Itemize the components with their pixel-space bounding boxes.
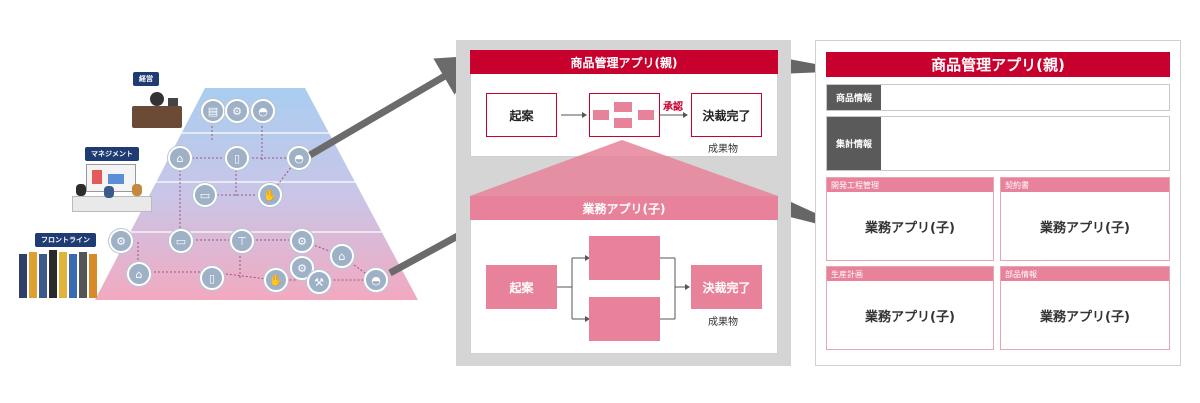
child-section-header: 部品情報 xyxy=(1001,267,1169,281)
role-tag-management: マネジメント xyxy=(85,147,139,161)
child-final-box: 決裁完了 xyxy=(691,265,762,309)
child-section-body: 業務アプリ(子) xyxy=(865,309,955,325)
house-icon: ⌂ xyxy=(127,262,151,286)
phone-icon: ▯ xyxy=(225,146,249,170)
crane-icon: ⊤ xyxy=(230,229,254,253)
house-icon: ⌂ xyxy=(168,146,192,170)
phone-icon: ▯ xyxy=(200,266,224,290)
approval-label: 承認 xyxy=(663,102,683,113)
child-deliverable-label: 成果物 xyxy=(708,317,738,328)
child-process-box-top xyxy=(589,236,660,280)
executive-illustration xyxy=(128,88,188,134)
parent-proposal-box: 起案 xyxy=(486,93,557,137)
management-illustration xyxy=(68,160,154,220)
child-section-dev-process: 開発工程管理 業務アプリ(子) xyxy=(826,177,994,261)
role-tag-executive: 経営 xyxy=(133,72,159,86)
role-tag-frontline: フロントライン xyxy=(35,233,96,247)
product-info-field: 商品情報 xyxy=(826,84,1170,111)
gear-icon: ⚙ xyxy=(290,229,314,253)
gear-icon: ⚙ xyxy=(109,229,133,253)
document-icon: ▤ xyxy=(201,99,225,123)
parent-final-box: 決裁完了 xyxy=(691,93,762,137)
child-section-parts-info: 部品情報 業務アプリ(子) xyxy=(1000,266,1170,350)
child-app-title: 業務アプリ(子) xyxy=(470,196,778,220)
parent-process-mini-top xyxy=(614,102,632,112)
parent-process-mini-bottom xyxy=(614,118,632,128)
hammer-icon: ⚒ xyxy=(307,270,331,294)
gear-icon: ⚙ xyxy=(225,99,249,123)
child-proposal-box: 起案 xyxy=(486,265,557,309)
tablet-icon: ▭ xyxy=(193,183,217,207)
parent-process-mini-left xyxy=(593,110,609,120)
tablet-icon: ▭ xyxy=(169,229,193,253)
child-process-box-bottom xyxy=(589,297,660,341)
handshake-icon: ✋ xyxy=(264,268,288,292)
product-info-label: 商品情報 xyxy=(827,85,881,110)
parent-process-mini-right xyxy=(638,110,654,120)
hardhat-icon: ◓ xyxy=(287,146,311,170)
child-section-body: 業務アプリ(子) xyxy=(865,220,955,236)
summary-info-field: 集計情報 xyxy=(826,116,1170,171)
child-section-header: 生産計画 xyxy=(827,267,993,281)
hardhat-icon: ◓ xyxy=(251,99,275,123)
summary-info-label: 集計情報 xyxy=(827,117,881,170)
parent-deliverable-label: 成果物 xyxy=(708,144,738,155)
child-section-body: 業務アプリ(子) xyxy=(1040,220,1130,236)
arrow-to-parent-app xyxy=(308,55,481,159)
frontline-illustration xyxy=(17,246,101,300)
child-section-header: 開発工程管理 xyxy=(827,178,993,192)
hardhat-icon: ◓ xyxy=(364,268,388,292)
child-section-contract: 契約書 業務アプリ(子) xyxy=(1000,177,1170,261)
house-icon: ⌂ xyxy=(330,244,354,268)
form-title: 商品管理アプリ(親) xyxy=(826,52,1170,77)
child-section-production-plan: 生産計画 業務アプリ(子) xyxy=(826,266,994,350)
child-section-body: 業務アプリ(子) xyxy=(1040,309,1130,325)
parent-app-title: 商品管理アプリ(親) xyxy=(470,50,778,74)
handshake-icon: ✋ xyxy=(258,183,282,207)
child-section-header: 契約書 xyxy=(1001,178,1169,192)
